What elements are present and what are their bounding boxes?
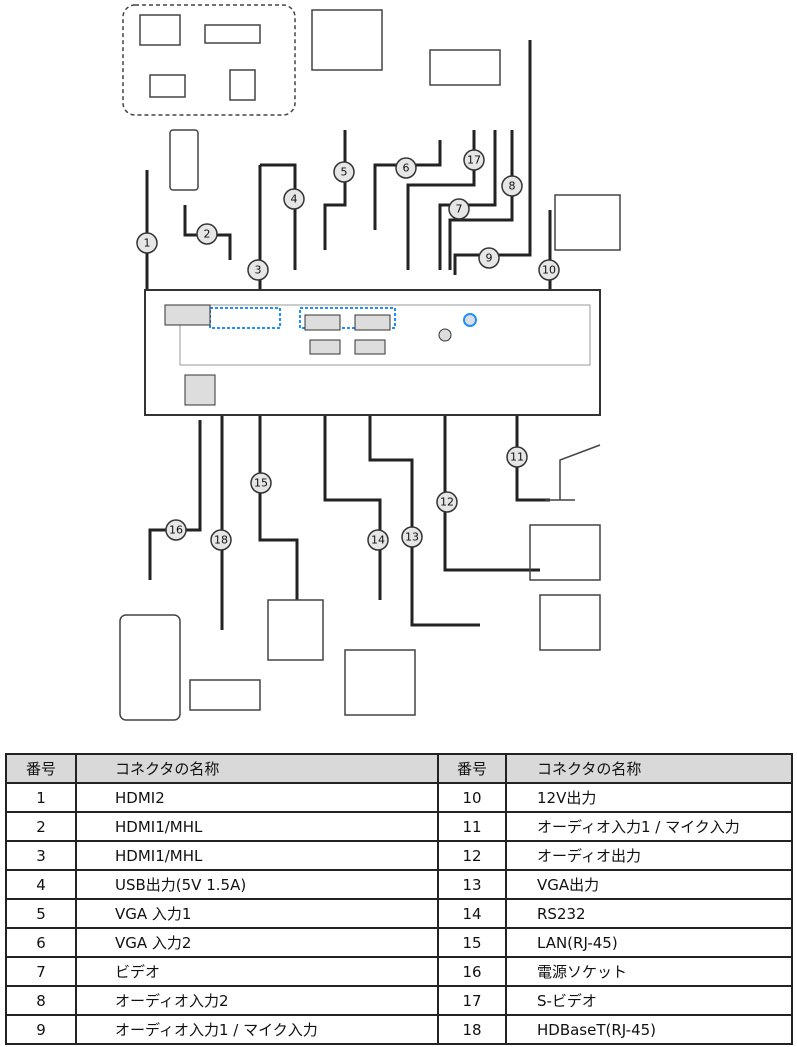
callout-circle <box>478 247 500 269</box>
callout-label: 15 <box>254 477 268 490</box>
callout-label: 3 <box>255 264 262 277</box>
connector-number: 12 <box>437 840 507 871</box>
callout-circle <box>367 529 389 551</box>
connector-number: 13 <box>437 869 507 900</box>
header-number: 番号 <box>5 753 77 784</box>
callout-label: 5 <box>341 166 348 179</box>
connector-number: 17 <box>437 985 507 1016</box>
connector-name: S-ビデオ <box>505 985 793 1016</box>
callout-circle <box>136 232 158 254</box>
connector-number: 7 <box>5 956 77 987</box>
connector-name: LAN(RJ-45) <box>505 927 793 958</box>
connector-name: HDMI1/MHL <box>75 811 439 842</box>
connector-number: 11 <box>437 811 507 842</box>
callout-circle <box>448 198 470 220</box>
callout-label: 10 <box>542 264 556 277</box>
callout-circle <box>395 157 417 179</box>
callout-circle <box>165 519 187 541</box>
callout-label: 17 <box>467 154 481 167</box>
callout-label: 4 <box>291 193 298 206</box>
callout-circle <box>196 223 218 245</box>
connector-name: HDMI1/MHL <box>75 840 439 871</box>
callout-label: 14 <box>371 534 385 547</box>
connector-name: オーディオ入力1 / マイク入力 <box>75 1014 439 1045</box>
callout-circle <box>210 529 232 551</box>
connector-number: 18 <box>437 1014 507 1045</box>
table-header-row: 番号 コネクタの名称 番号 コネクタの名称 <box>5 753 793 784</box>
connector-name: USB出力(5V 1.5A) <box>75 869 439 900</box>
connector-number: 4 <box>5 869 77 900</box>
connector-number: 5 <box>5 898 77 929</box>
connector-number: 6 <box>5 927 77 958</box>
callout-label: 6 <box>403 162 410 175</box>
callout-circle <box>538 259 560 281</box>
connector-name: 12V出力 <box>505 782 793 813</box>
connector-name: VGA 入力2 <box>75 927 439 958</box>
connector-name: HDMI2 <box>75 782 439 813</box>
connector-name: オーディオ出力 <box>505 840 793 871</box>
projector-rear-panel <box>144 289 601 416</box>
callout-label: 13 <box>405 531 419 544</box>
connector-name: VGA 入力1 <box>75 898 439 929</box>
connector-name: オーディオ入力2 <box>75 985 439 1016</box>
connector-number: 8 <box>5 985 77 1016</box>
callout-circle <box>463 149 485 171</box>
header-name: コネクタの名称 <box>505 753 793 784</box>
connector-name: HDBaseT(RJ-45) <box>505 1014 793 1045</box>
callout-circle <box>401 526 423 548</box>
callout-label: 2 <box>204 228 211 241</box>
connector-number: 10 <box>437 782 507 813</box>
callout-circle <box>283 188 305 210</box>
connector-number: 3 <box>5 840 77 871</box>
connector-name: ビデオ <box>75 956 439 987</box>
connector-number: 2 <box>5 811 77 842</box>
callout-label: 9 <box>486 252 493 265</box>
callout-circle <box>436 491 458 513</box>
source-devices <box>119 4 621 721</box>
connector-number: 1 <box>5 782 77 813</box>
connector-name: RS232 <box>505 898 793 929</box>
connector-number: 15 <box>437 927 507 958</box>
callout-label: 1 <box>144 237 151 250</box>
connector-name: VGA出力 <box>505 869 793 900</box>
callout-circle <box>250 472 272 494</box>
connector-number: 9 <box>5 1014 77 1045</box>
callout-circle <box>247 259 269 281</box>
connector-number: 16 <box>437 956 507 987</box>
callout-label: 16 <box>169 524 183 537</box>
callout-label: 18 <box>214 534 228 547</box>
callout-label: 7 <box>456 203 463 216</box>
callout-label: 11 <box>510 451 524 464</box>
connector-name: オーディオ入力1 / マイク入力 <box>505 811 793 842</box>
callout-circle <box>501 175 523 197</box>
callout-label: 12 <box>440 496 454 509</box>
connector-name: 電源ソケット <box>505 956 793 987</box>
header-number: 番号 <box>437 753 507 784</box>
connector-number: 14 <box>437 898 507 929</box>
header-name: コネクタの名称 <box>75 753 439 784</box>
callout-circle <box>506 446 528 468</box>
callout-label: 8 <box>509 180 516 193</box>
callout-circle <box>333 161 355 183</box>
